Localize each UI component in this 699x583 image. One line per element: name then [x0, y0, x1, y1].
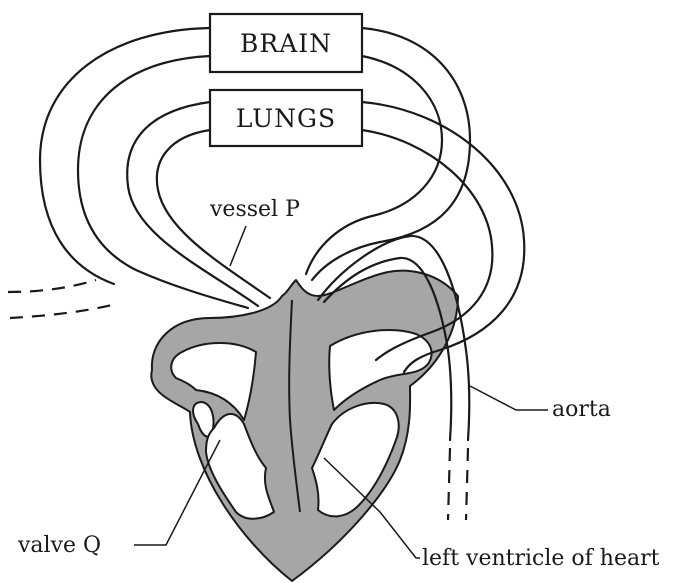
brain-box: BRAIN — [210, 14, 362, 72]
brain-loop-outer — [40, 28, 210, 284]
lungs-box: LUNGS — [210, 90, 362, 146]
heart — [151, 271, 458, 581]
aorta-label: aorta — [552, 397, 611, 422]
lungs-label: LUNGS — [236, 104, 336, 133]
left-stub-upper — [8, 280, 96, 292]
vessel-p-leader — [230, 226, 246, 266]
vessel-p-label: vessel P — [209, 197, 300, 222]
aorta-leader — [470, 386, 548, 410]
valve-q-label: valve Q — [17, 533, 101, 558]
heart-wall — [151, 271, 458, 581]
aorta-dash-inner — [448, 448, 450, 520]
aorta-dash-outer — [466, 448, 468, 520]
left-stub-lower — [10, 304, 116, 318]
brain-label: BRAIN — [240, 29, 332, 58]
brain-return-inner — [306, 56, 442, 274]
left-ventricle-label: left ventricle of heart — [422, 546, 660, 571]
